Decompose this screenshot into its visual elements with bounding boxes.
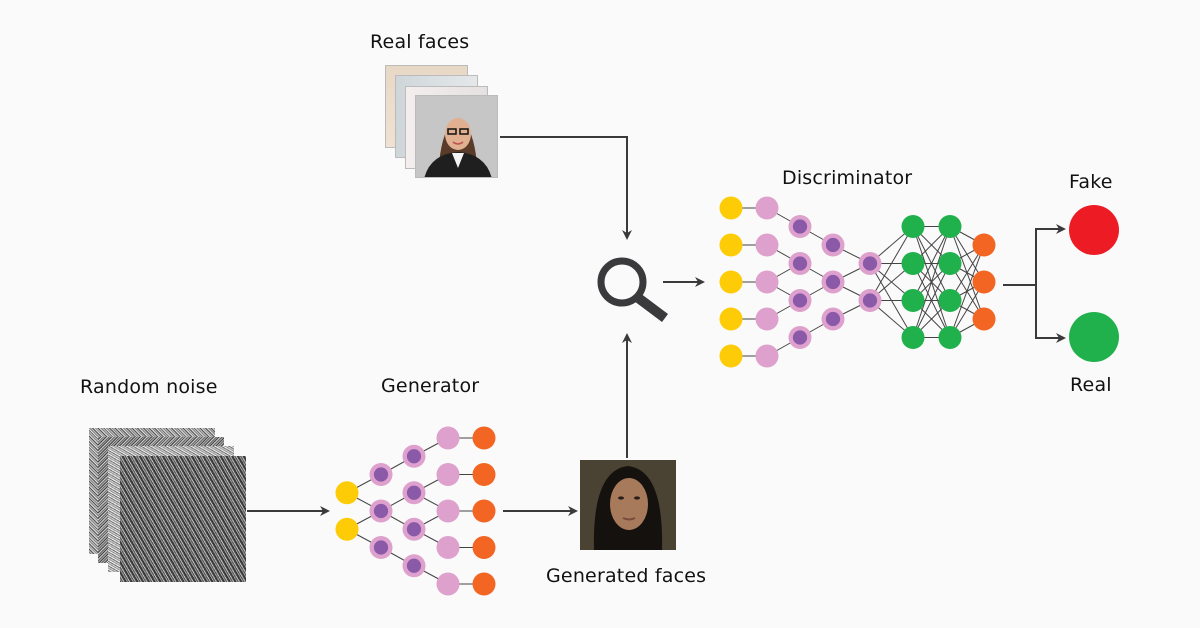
- real-face-photo-1: [415, 95, 498, 178]
- dense-node: [938, 326, 962, 349]
- input-node: [335, 517, 359, 541]
- dense-node: [901, 215, 925, 238]
- discriminator-network: [719, 196, 996, 368]
- hidden-node-core: [373, 503, 389, 519]
- arrow-to-real: [1035, 285, 1066, 343]
- generator-label: Generator: [381, 375, 480, 397]
- network-edge: [912, 226, 951, 338]
- hidden-node-core: [792, 293, 808, 308]
- output-node: [472, 536, 496, 559]
- dense-node: [938, 252, 962, 275]
- generated-face-photo: [580, 460, 676, 550]
- plain-node: [436, 499, 460, 523]
- hidden-node-core: [862, 256, 878, 271]
- input-node: [335, 481, 359, 505]
- plain-node: [755, 196, 779, 220]
- output-node: [972, 270, 996, 294]
- hidden-node-core: [373, 467, 389, 482]
- hidden-node-core: [792, 256, 808, 271]
- generator-network: [335, 426, 496, 596]
- arrow-real-to-inspect: [500, 136, 632, 240]
- real-output-node: [1069, 312, 1119, 362]
- fake-label: Fake: [1069, 171, 1113, 193]
- arrow-to-fake: [1003, 224, 1066, 286]
- plain-node: [436, 536, 460, 559]
- input-node: [719, 196, 743, 220]
- plain-node: [755, 344, 779, 368]
- magnifier-icon: [597, 257, 668, 322]
- dense-node: [901, 289, 925, 312]
- random-noise-label: Random noise: [80, 376, 218, 398]
- output-node: [472, 426, 496, 450]
- dense-node: [901, 252, 925, 275]
- plain-node: [755, 233, 779, 257]
- hidden-node-core: [792, 330, 808, 345]
- plain-node: [436, 463, 460, 486]
- hidden-node-core: [406, 449, 422, 464]
- fake-output-node: [1069, 205, 1119, 255]
- hidden-node-core: [862, 293, 878, 308]
- input-node: [719, 344, 743, 368]
- hidden-node-core: [406, 558, 422, 573]
- dense-node: [938, 289, 962, 312]
- plain-node: [755, 307, 779, 331]
- output-node: [472, 463, 496, 486]
- hidden-node-core: [825, 237, 841, 253]
- hidden-node-core: [825, 311, 841, 327]
- real-faces-label: Real faces: [370, 31, 470, 53]
- plain-node: [436, 426, 460, 450]
- network-edge: [949, 244, 985, 338]
- real-label: Real: [1070, 374, 1112, 396]
- network-edge: [869, 226, 914, 301]
- hidden-node-core: [406, 522, 422, 537]
- hidden-node-core: [373, 540, 389, 555]
- dense-node: [901, 326, 925, 349]
- plain-node: [436, 572, 460, 596]
- output-node: [972, 307, 996, 331]
- input-node: [719, 307, 743, 331]
- hidden-node-core: [406, 485, 422, 500]
- hidden-node-core: [825, 274, 841, 290]
- output-node: [472, 572, 496, 596]
- generated-faces-label: Generated faces: [546, 565, 707, 587]
- input-node: [719, 270, 743, 294]
- dense-node: [938, 215, 962, 238]
- woman-face-image: [416, 96, 497, 177]
- plain-node: [755, 270, 779, 294]
- discriminator-label: Discriminator: [782, 167, 913, 189]
- output-node: [472, 499, 496, 523]
- noise-frame-1: [120, 456, 246, 582]
- generated-face-image: [580, 460, 676, 550]
- network-edge: [912, 226, 951, 301]
- output-node: [972, 233, 996, 257]
- network-edge: [912, 263, 951, 338]
- input-node: [719, 233, 743, 257]
- hidden-node-core: [792, 219, 808, 234]
